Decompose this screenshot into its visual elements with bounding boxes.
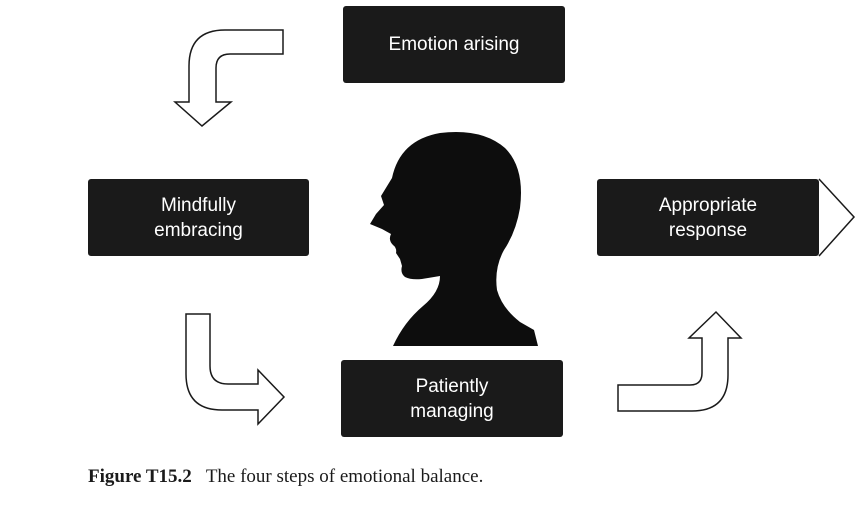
step-emotion-arising: Emotion arising xyxy=(343,6,565,83)
step-label-line: Emotion arising xyxy=(388,34,520,55)
figure-caption-text: The four steps of emotional balance. xyxy=(205,466,484,487)
step-appropriate-response: Appropriate response xyxy=(597,179,819,256)
figure-caption: Figure T15.2 The four steps of emotional … xyxy=(88,466,483,488)
figure-label: Figure T15.2 xyxy=(88,466,192,487)
step-label-line: managing xyxy=(410,400,494,422)
step-label-line: embracing xyxy=(154,219,243,241)
step-label-line: Patiently xyxy=(415,375,489,397)
bent-arrow-icon xyxy=(617,310,743,412)
bent-arrow-icon xyxy=(185,313,286,426)
head-silhouette-icon xyxy=(370,132,538,346)
step-patiently-managing: Patiently managing xyxy=(341,360,563,437)
step-mindfully-embracing: Mindfully embracing xyxy=(88,179,309,256)
step-label-line: response xyxy=(668,219,748,241)
step-label-line: Appropriate xyxy=(658,194,758,216)
step-label-line: Mindfully xyxy=(161,194,236,216)
bent-arrow-icon xyxy=(173,29,284,127)
